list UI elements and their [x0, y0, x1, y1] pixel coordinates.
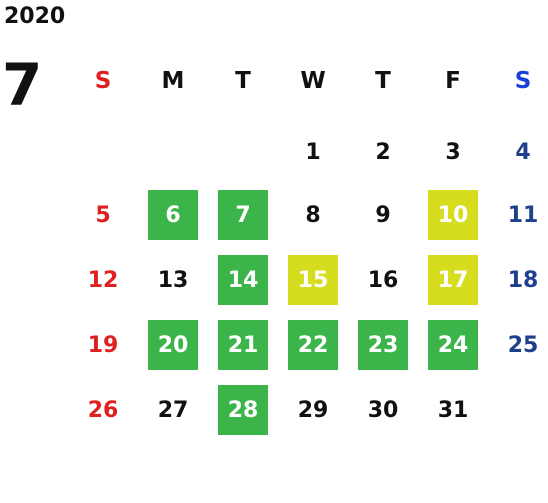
day-cell-31: 31: [437, 397, 469, 423]
day-cell-18: 18: [507, 267, 539, 293]
day-cell-17: 17: [428, 255, 478, 305]
weekday-saturday: S: [514, 68, 532, 94]
day-cell-29: 29: [297, 397, 329, 423]
year-label: 2020: [4, 4, 66, 29]
day-cell-4: 4: [515, 139, 531, 165]
day-cell-30: 30: [367, 397, 399, 423]
day-cell-12: 12: [87, 267, 119, 293]
day-cell-9: 9: [375, 202, 391, 228]
weekday-monday: M: [161, 68, 185, 94]
day-cell-6: 6: [148, 190, 198, 240]
day-cell-14: 14: [218, 255, 268, 305]
month-number: 7: [2, 51, 43, 119]
day-cell-7: 7: [218, 190, 268, 240]
day-cell-3: 3: [445, 139, 461, 165]
day-cell-2: 2: [375, 139, 391, 165]
weekday-sunday: S: [94, 68, 112, 94]
day-cell-19: 19: [87, 332, 119, 358]
day-cell-20: 20: [148, 320, 198, 370]
day-cell-10: 10: [428, 190, 478, 240]
day-cell-11: 11: [507, 202, 539, 228]
day-cell-23: 23: [358, 320, 408, 370]
day-cell-5: 5: [95, 202, 111, 228]
weekday-friday: F: [445, 68, 461, 94]
day-cell-15: 15: [288, 255, 338, 305]
weekday-tuesday: T: [235, 68, 251, 94]
day-cell-8: 8: [305, 202, 321, 228]
day-cell-27: 27: [157, 397, 189, 423]
weekday-thursday: T: [375, 68, 391, 94]
day-cell-21: 21: [218, 320, 268, 370]
day-cell-1: 1: [305, 139, 321, 165]
day-cell-26: 26: [87, 397, 119, 423]
day-cell-13: 13: [157, 267, 189, 293]
weekday-wednesday: W: [300, 68, 326, 94]
day-cell-25: 25: [507, 332, 539, 358]
day-cell-28: 28: [218, 385, 268, 435]
day-cell-16: 16: [367, 267, 399, 293]
day-cell-24: 24: [428, 320, 478, 370]
day-cell-22: 22: [288, 320, 338, 370]
